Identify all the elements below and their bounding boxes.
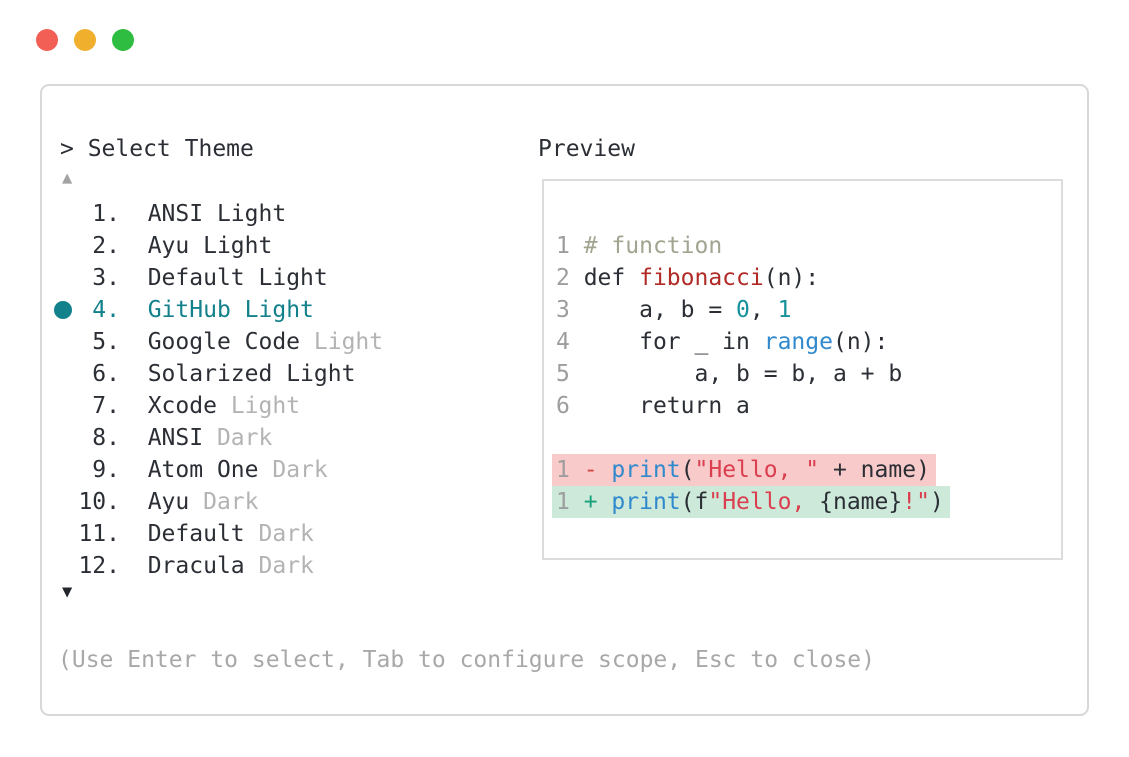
diff-line-removed: 1 - print("Hello, " + name)	[552, 454, 950, 486]
theme-item-variant: Light	[286, 361, 356, 387]
theme-item-variant: Dark	[272, 457, 328, 483]
theme-list-item[interactable]: 5. Google Code Light	[78, 326, 383, 358]
theme-picker-panel: > Select Theme Preview ▲ ▼ 1. ANSI Light…	[40, 84, 1089, 716]
theme-item-number: 2.	[92, 233, 120, 259]
theme-item-variant: Light	[216, 201, 287, 227]
theme-item-name: Ayu	[147, 489, 190, 515]
theme-item-name: Solarized	[147, 361, 273, 387]
theme-item-number: 7.	[92, 393, 120, 419]
diff-line-added: 1 + print(f"Hello, {name}!")	[552, 486, 950, 518]
theme-item-name: ANSI	[147, 201, 204, 227]
theme-list-item[interactable]: 3. Default Light	[78, 262, 383, 294]
theme-list-item[interactable]: 6. Solarized Light	[78, 358, 383, 390]
code-line	[556, 422, 950, 454]
theme-item-name: Default	[147, 521, 245, 547]
close-window-button[interactable]	[36, 29, 58, 51]
theme-item-number: 11.	[78, 521, 120, 547]
theme-list-item[interactable]: 8. ANSI Dark	[78, 422, 383, 454]
code-line: 5 a, b = b, a + b	[556, 361, 903, 387]
theme-item-variant: Light	[244, 297, 314, 323]
minimize-window-button[interactable]	[74, 29, 96, 51]
theme-item-variant: Dark	[203, 489, 259, 515]
theme-item-number: 4.	[92, 297, 120, 323]
theme-item-name: Atom One	[147, 457, 259, 483]
theme-item-number: 12.	[78, 553, 120, 579]
theme-item-variant: Light	[258, 265, 328, 291]
theme-item-name: ANSI	[147, 425, 204, 451]
theme-list-item[interactable]: 7. Xcode Light	[78, 390, 383, 422]
zoom-window-button[interactable]	[112, 29, 134, 51]
theme-list-item[interactable]: 4. GitHub Light	[78, 294, 383, 326]
keyboard-hints: (Use Enter to select, Tab to configure s…	[58, 647, 875, 673]
theme-item-number: 6.	[92, 361, 120, 387]
theme-item-variant: Dark	[258, 521, 314, 547]
selected-item-bullet-icon	[54, 301, 72, 319]
theme-item-number: 5.	[92, 329, 120, 355]
theme-item-number: 10.	[78, 489, 120, 515]
theme-item-name: Ayu	[147, 233, 190, 259]
theme-item-number: 8.	[92, 425, 120, 451]
theme-item-variant: Light	[230, 393, 301, 419]
theme-item-variant: Light	[313, 329, 384, 355]
theme-item-name: Default	[147, 265, 245, 291]
preview-box: 1 # function 2 def fibonacci(n): 3 a, b = …	[542, 179, 1063, 560]
theme-item-name: GitHub	[147, 297, 231, 323]
preview-title: Preview	[538, 136, 635, 162]
code-preview: 1 # function 2 def fibonacci(n): 3 a, b = …	[552, 230, 950, 518]
code-line: 2 def fibonacci(n):	[556, 265, 820, 291]
code-line: 4 for _ in range(n):	[556, 329, 889, 355]
code-line: 6 return a	[556, 393, 750, 419]
scroll-up-icon[interactable]: ▲	[62, 168, 73, 188]
theme-list-item[interactable]: 1. ANSI Light	[78, 198, 383, 230]
theme-item-number: 9.	[92, 457, 120, 483]
theme-list-item[interactable]: 11. Default Dark	[78, 518, 383, 550]
theme-list-item[interactable]: 9. Atom One Dark	[78, 454, 383, 486]
theme-list-item[interactable]: 10. Ayu Dark	[78, 486, 383, 518]
theme-item-variant: Dark	[258, 553, 314, 579]
theme-item-name: Xcode	[147, 393, 217, 419]
code-line: 3 a, b = 0, 1	[556, 297, 792, 323]
theme-item-name: Dracula	[147, 553, 245, 579]
theme-list-item[interactable]: 2. Ayu Light	[78, 230, 383, 262]
code-line: 1 # function	[556, 233, 723, 259]
select-theme-prompt: > Select Theme	[60, 136, 254, 162]
theme-item-variant: Light	[203, 233, 273, 259]
theme-list-item[interactable]: 12. Dracula Dark	[78, 550, 383, 582]
scroll-down-icon[interactable]: ▼	[62, 582, 73, 602]
theme-item-number: 3.	[92, 265, 120, 291]
theme-item-name: Google Code	[147, 329, 301, 355]
theme-item-variant: Dark	[216, 425, 273, 451]
theme-item-number: 1.	[92, 201, 120, 227]
